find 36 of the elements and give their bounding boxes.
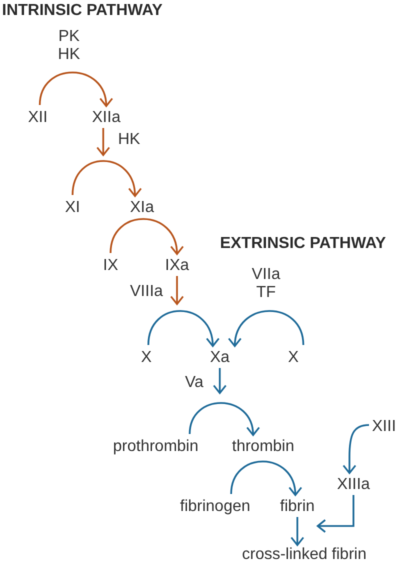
- factor-label: X: [288, 349, 299, 367]
- factor-label: XIIIa: [337, 476, 370, 494]
- factor-label: fibrinogen: [180, 498, 250, 516]
- edge-label: PK HK: [56, 28, 82, 64]
- factor-label: cross-linked fibrin: [242, 546, 366, 564]
- curved-arrow: [147, 310, 219, 347]
- curved-arrow: [228, 310, 304, 347]
- arrow: [290, 517, 304, 546]
- curved-arrow: [38, 72, 112, 107]
- factor-label: fibrin: [280, 498, 315, 516]
- edge-label: HK: [118, 131, 140, 149]
- factor-label: XIIa: [92, 109, 120, 127]
- curved-arrow: [72, 160, 141, 197]
- edge-label: VIIa TF: [250, 266, 282, 302]
- arrow: [212, 368, 227, 394]
- factor-label: X: [141, 349, 152, 367]
- factor-label: XIII: [372, 418, 396, 436]
- factor-label: IX: [103, 257, 118, 275]
- factor-label: Xa: [210, 349, 230, 367]
- section-heading: EXTRINSIC PATHWAY: [220, 235, 386, 253]
- curved-arrow: [230, 460, 302, 496]
- factor-label: IXa: [165, 257, 190, 275]
- edge-label: VIIIa: [130, 283, 163, 301]
- curved-arrow: [342, 424, 370, 474]
- factor-label: XIa: [130, 199, 154, 217]
- factor-label: XI: [65, 199, 80, 217]
- arrow: [170, 276, 184, 305]
- elbow-arrow: [316, 495, 354, 533]
- curved-arrow: [110, 218, 183, 255]
- arrow: [96, 128, 110, 156]
- edge-label: Va: [185, 374, 204, 392]
- curved-arrow: [188, 402, 260, 436]
- factor-label: XII: [28, 109, 48, 127]
- factor-label: prothrombin: [113, 438, 198, 456]
- section-heading: INTRINSIC PATHWAY: [2, 2, 163, 20]
- factor-label: thrombin: [232, 438, 294, 456]
